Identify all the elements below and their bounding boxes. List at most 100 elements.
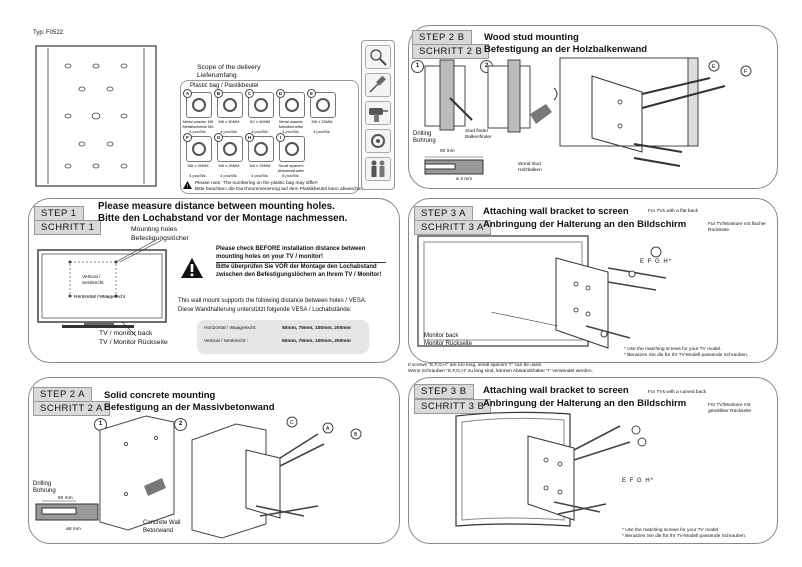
step-2b-drilling-de: Bohrung xyxy=(413,138,436,144)
step-3a-label: STEP 3 A xyxy=(414,206,474,221)
step-2a-drilling-de: Bohrung xyxy=(33,488,56,494)
part-l1: M6 x 25MM xyxy=(311,119,333,124)
step-1-title-de: Bitte den Lochabstand vor der Montage na… xyxy=(98,213,348,224)
vesa-v-label: Vertical / Senkrecht : xyxy=(204,339,248,344)
screwdriver-icon xyxy=(365,73,391,97)
step-2a-drilling: Drilling xyxy=(33,481,52,487)
warning-triangle-icon xyxy=(181,258,203,278)
wood-stud-illustration: EF xyxy=(424,57,752,175)
step-3a-label-de: SCHRITT 3 A xyxy=(414,220,491,235)
step-3b-note-de: * Benutzen Sie die für Ihr TV-Modell pas… xyxy=(622,534,747,539)
part-l2: Abstandshalter xyxy=(277,168,305,173)
drilling-diagram-2a xyxy=(35,500,99,521)
step-3b-note-en: * Use the matching screws for your TV mo… xyxy=(622,528,720,533)
vesa-v-value: 50mm, 75mm, 100mm, 200mm xyxy=(282,339,351,344)
part-g xyxy=(217,136,243,162)
part-l1: M6 x 50MM xyxy=(218,119,240,124)
svg-text:A: A xyxy=(326,426,330,432)
step-2b-num-1: 1 xyxy=(411,60,424,73)
part-l1: 8X x 40MM xyxy=(249,119,271,124)
step-1-title: Please measure distance between mounting… xyxy=(98,201,335,212)
part-l2: Metallscheibe xyxy=(278,124,304,129)
step-3b-label-de: SCHRITT 3 B xyxy=(414,399,492,414)
step-2a-title-de: Befestigung an der Massivbetonwand xyxy=(104,402,275,413)
step-2b-finder-de: Balkenfinder xyxy=(465,135,492,140)
step-2a-wall: Concrete Wall xyxy=(143,520,181,526)
model-type: Typ: F0522 xyxy=(33,30,64,36)
vesa-supports-de: Diese Wandhalterung unterstützt folgende… xyxy=(178,307,352,313)
scope-note-en: Please note: The numbering on the plasti… xyxy=(195,181,318,186)
part-qty: 4 pcs/Stk. xyxy=(313,129,331,134)
part-qty: 4 pcs/Stk. xyxy=(220,129,238,134)
svg-text:F: F xyxy=(744,69,747,75)
step-3b-label: STEP 3 B xyxy=(414,384,474,399)
warning-en: Please check BEFORE installation distanc… xyxy=(216,246,366,260)
step-2a-wall-de: Betonwand xyxy=(143,528,174,534)
svg-text:C: C xyxy=(290,420,294,426)
wall-plate-illustration xyxy=(35,45,157,187)
step-2a-title: Solid concrete mounting xyxy=(104,390,216,401)
step-2b-drilling: Drilling xyxy=(413,131,432,137)
step-3a-back-de: Monitor Rückseite xyxy=(424,341,473,347)
part-l1: M8 x 25MM xyxy=(187,163,209,168)
part-l1: M4 x 25MM xyxy=(249,163,271,168)
step-3a-note-de: * Benutzen Sie die für Ihr TV-Modell pas… xyxy=(624,353,749,358)
step-2a-dia: ø8 mm xyxy=(66,527,81,532)
step-2a-label-de: SCHRITT 2 A xyxy=(33,401,110,416)
step-3a-illustration xyxy=(417,235,667,349)
part-e xyxy=(310,92,336,118)
step-3b-curved: For TVs with a curved back xyxy=(648,390,707,395)
warning-divider xyxy=(216,262,386,263)
part-letter: I xyxy=(276,133,285,142)
step-2b-dim: 50 mm xyxy=(440,149,455,154)
vesa-h-value: 50mm, 75mm, 100mm, 200mm xyxy=(282,326,351,331)
scope-title-de: Lieferumfang xyxy=(197,72,237,79)
wrench-icon xyxy=(365,129,391,153)
part-letter: F xyxy=(183,133,192,142)
step-2b-title-de: Befestigung an der Holzbalkenwand xyxy=(484,44,648,55)
part-letter: C xyxy=(245,89,254,98)
part-a xyxy=(186,92,212,118)
part-letter: A xyxy=(183,89,192,98)
mounting-holes-label-de: Befestigungslöcher xyxy=(131,235,189,242)
vesa-supports: This wall mount supports the following d… xyxy=(178,298,367,304)
part-l1: Metal washer M6 xyxy=(182,119,214,124)
step-3b-title: Attaching wall bracket to screen xyxy=(483,385,629,396)
part-l1: Small spacers xyxy=(278,163,304,168)
plastic-bag-label: Plastic bag / Plastikbeutel xyxy=(190,83,259,89)
step-3a-title-de: Anbringung der Halterung an den Bildschi… xyxy=(483,219,687,230)
mounting-holes-label: Mounting holes xyxy=(131,226,178,233)
part-qty: 4 pcs/Stk. xyxy=(282,129,300,134)
part-letter: E xyxy=(307,89,316,98)
part-letter: H xyxy=(245,133,254,142)
vertical-label: Vertical / Senkrecht xyxy=(82,275,104,286)
spacer-note-en: If screws "E,F,G,H" are too long, small … xyxy=(408,363,542,368)
step-3a-flat-de: Für TV/Monitore mit flacher Rückseite xyxy=(708,222,767,233)
part-qty: 4 pcs/Stk. xyxy=(220,173,238,178)
step-3a-flat: For TVs with a flat back xyxy=(648,209,699,214)
step-1-label: STEP 1 xyxy=(34,206,84,221)
tv-back-illustration xyxy=(37,239,167,337)
part-qty: 4 pcs/Stk. xyxy=(251,129,269,134)
part-h xyxy=(248,136,274,162)
tv-back-label-de: TV / Monitor Rückseite xyxy=(99,339,168,346)
step-3a-efgh: E F G H* xyxy=(640,259,673,265)
drill-icon xyxy=(365,101,391,125)
tv-back-label: TV / monitor back xyxy=(99,330,153,337)
vesa-table xyxy=(197,320,369,354)
step-3a-note-en: * Use the matching screws for your TV mo… xyxy=(624,347,722,352)
step-3b-curved-de: Für TV/Monitore mit gewölbter Rückseite xyxy=(708,403,752,414)
part-qty: 4 pcs/Stk. xyxy=(189,173,207,178)
step-3a-title: Attaching wall bracket to screen xyxy=(483,206,629,217)
step-2b-title: Wood stud mounting xyxy=(484,32,579,43)
vesa-h-label: Horizontal / Waagerecht: xyxy=(204,326,257,331)
svg-text:!: ! xyxy=(187,184,188,190)
svg-text:B: B xyxy=(354,432,358,438)
part-letter: D xyxy=(276,89,285,98)
parts-box xyxy=(180,80,359,194)
step-2b-label: STEP 2 B xyxy=(412,30,472,45)
step-3a-back: Monitor back xyxy=(424,333,459,339)
step-2a-dim: 50 mm xyxy=(58,496,73,501)
step-2b-dia: ø 3 mm xyxy=(456,177,473,182)
part-qty: 8 pcs/Stk. xyxy=(282,173,300,178)
